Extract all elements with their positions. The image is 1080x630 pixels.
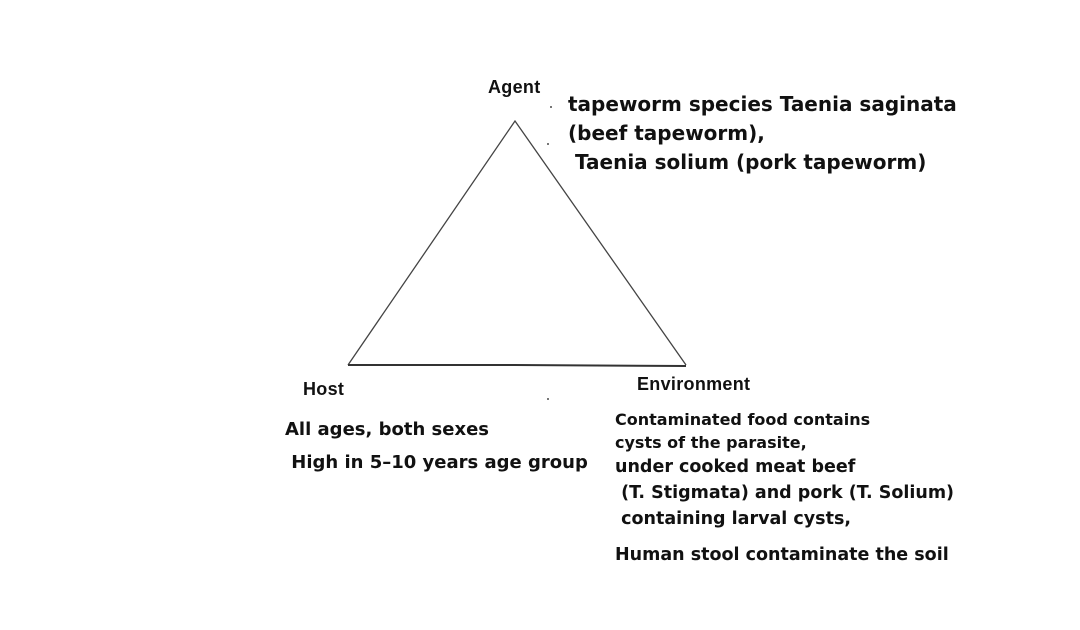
environment-details: Contaminated food contains cysts of the … <box>615 408 954 568</box>
environment-detail-line: cysts of the parasite, <box>615 433 807 452</box>
host-label: Host <box>303 379 345 399</box>
environment-detail-line: containing larval cysts, <box>615 509 852 529</box>
scan-speck <box>547 143 549 145</box>
agent-detail-line: tapeworm species Taenia saginata <box>568 92 957 116</box>
environment-detail-line: (T. Stigmata) and pork (T. Solium) <box>615 483 955 503</box>
agent-detail-line: (beef tapeworm), <box>568 121 765 145</box>
agent-details: tapeworm species Taenia saginata (beef t… <box>568 90 957 177</box>
triangle-sides <box>347 119 687 366</box>
environment-detail-line: Contaminated food contains <box>615 410 871 429</box>
environment-detail-line: under cooked meat beef <box>615 457 856 477</box>
scan-speck <box>550 106 552 108</box>
host-detail-line: High in 5–10 years age group <box>285 452 588 473</box>
host-detail-line: All ages, both sexes <box>285 419 489 440</box>
environment-label: Environment <box>637 374 751 394</box>
triangle-base <box>348 364 687 367</box>
scan-speck <box>547 398 549 400</box>
agent-detail-line: Taenia solium (pork tapeworm) <box>568 150 927 174</box>
agent-label: Agent <box>488 77 541 97</box>
environment-detail-line: Human stool contaminate the soil <box>615 545 949 565</box>
